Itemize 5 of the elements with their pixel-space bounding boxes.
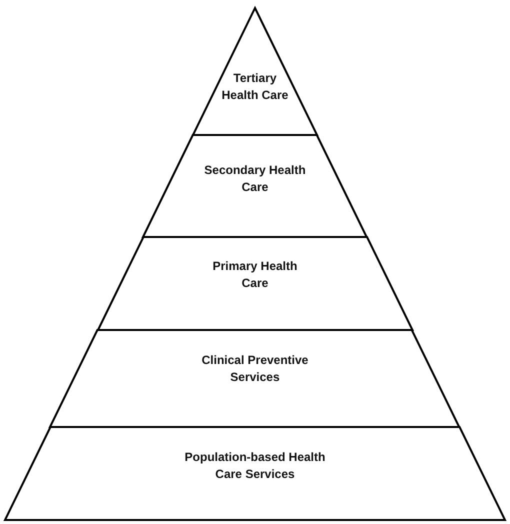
tier-label: Clinical Preventive Services xyxy=(200,352,310,386)
tier-label: Secondary Health Care xyxy=(203,162,307,196)
tier-label: Primary Health Care xyxy=(212,258,298,292)
tier-label: Tertiary Health Care xyxy=(220,70,290,104)
tier-label: Population-based Health Care Services xyxy=(184,449,326,483)
